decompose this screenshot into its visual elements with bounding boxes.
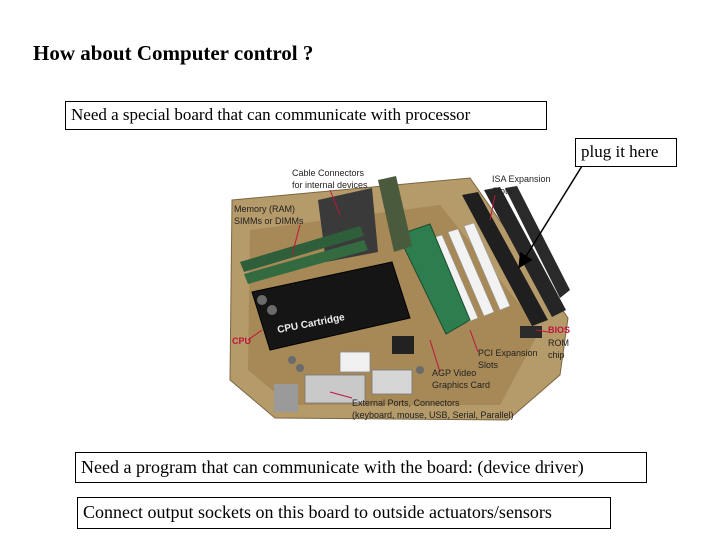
label-simms: SIMMs or DIMMs <box>234 216 304 226</box>
label-cable-internal: for internal devices <box>292 180 368 190</box>
label-pci-slots: Slots <box>478 360 499 370</box>
special-board-box: Need a special board that can communicat… <box>65 101 547 130</box>
memory-modules <box>240 226 368 284</box>
label-external-list: (keyboard, mouse, USB, Serial, Parallel) <box>352 410 514 420</box>
external-ports <box>274 369 413 412</box>
chipset <box>392 336 414 354</box>
label-agp: AGP Video <box>432 368 476 378</box>
label-bios: BIOS <box>548 325 570 335</box>
label-pci: PCI Expansion <box>478 348 538 358</box>
power-connector <box>339 351 371 373</box>
label-cpu: CPU <box>232 336 251 346</box>
capacitors <box>257 295 424 374</box>
plug-it-here-box: plug it here <box>575 138 677 167</box>
label-rom: ROM <box>548 338 569 348</box>
label-memory: Memory (RAM) <box>234 204 295 214</box>
agp-card <box>397 223 471 335</box>
plug-arrow <box>518 165 583 269</box>
label-graphics-card: Graphics Card <box>432 380 490 390</box>
output-sockets-box: Connect output sockets on this board to … <box>77 497 611 529</box>
bios-chip <box>520 326 542 338</box>
device-driver-box: Need a program that can communicate with… <box>75 452 647 483</box>
label-external-ports: External Ports, Connectors <box>352 398 460 408</box>
slide-title: How about Computer control ? <box>33 41 314 65</box>
cpu-cartridge <box>251 261 411 351</box>
label-isa: ISA Expansion <box>492 174 551 184</box>
label-isa-slots: Slots <box>492 186 513 196</box>
cable-connector <box>378 176 412 252</box>
label-cable-connectors: Cable Connectors <box>292 168 365 178</box>
label-chip: chip <box>548 350 565 360</box>
